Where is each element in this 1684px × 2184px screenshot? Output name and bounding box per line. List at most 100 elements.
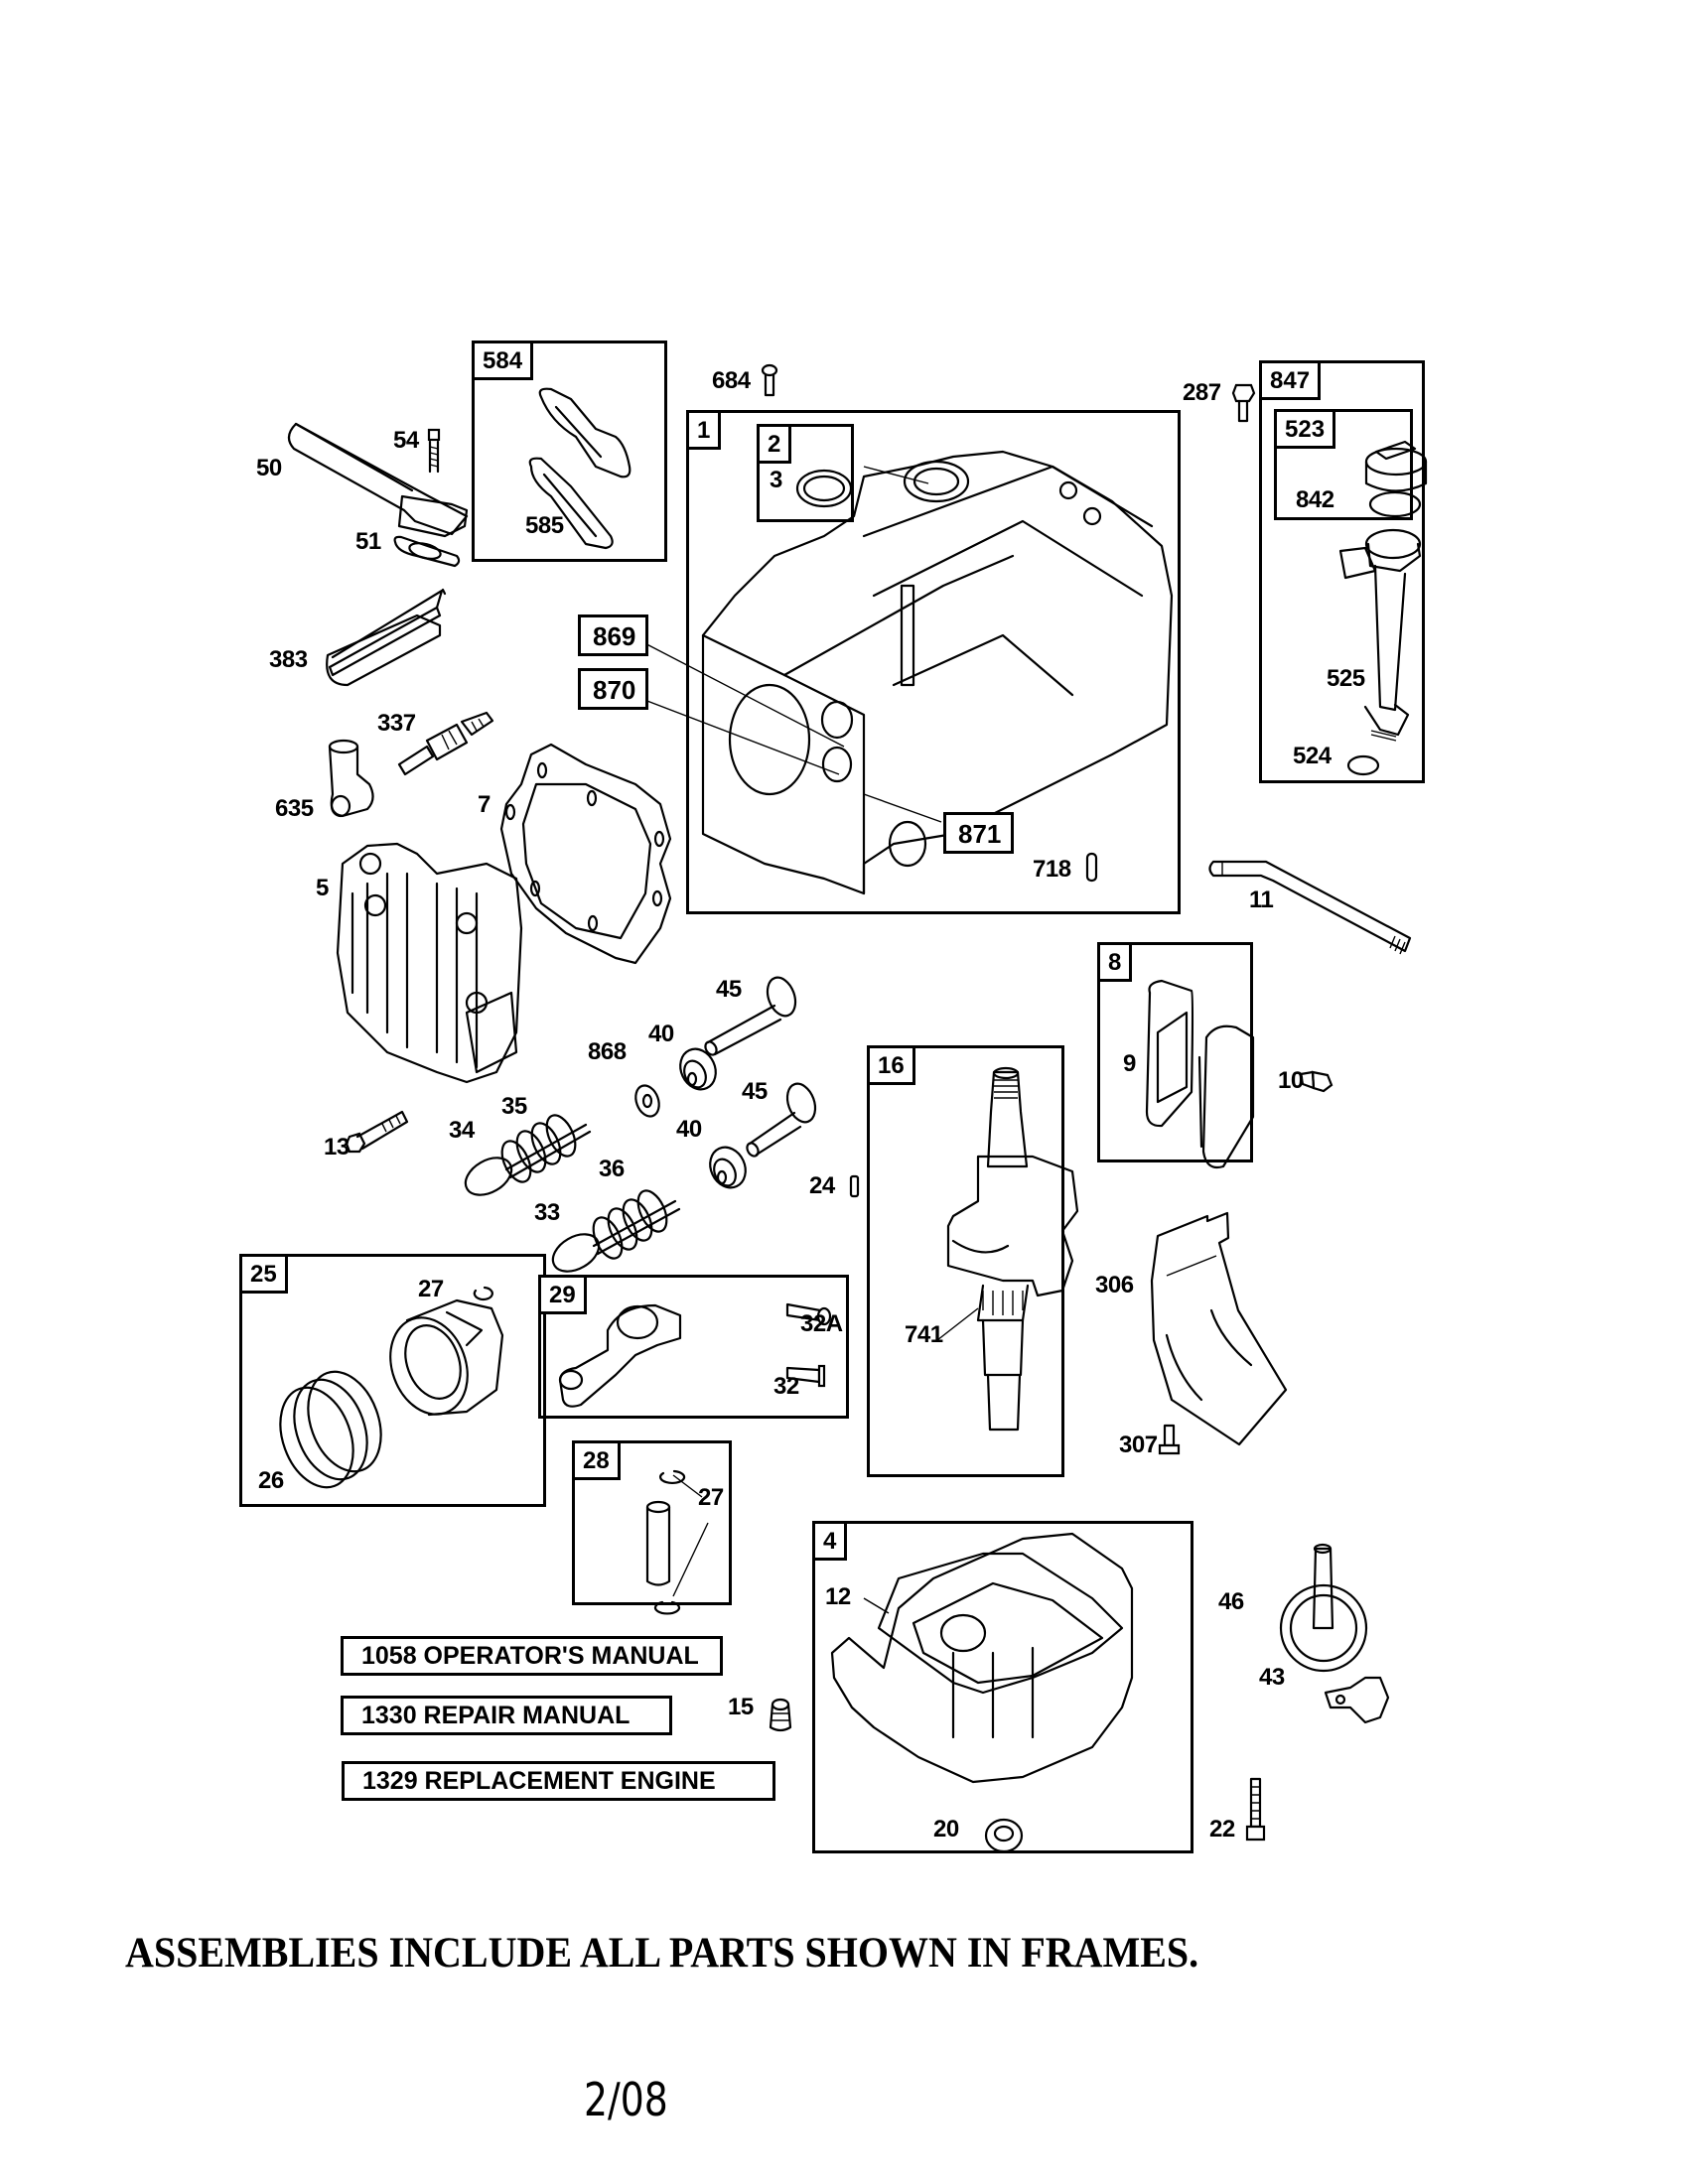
screw-part-307	[1158, 1424, 1181, 1455]
head-gasket-part-7	[499, 743, 672, 965]
retainer-clips-part-27-pin	[653, 1469, 709, 1615]
part-label-842[interactable]: 842	[1296, 486, 1334, 513]
operators-manual-ref[interactable]: 1058 OPERATOR'S MANUAL	[341, 1636, 723, 1676]
governor-crank-part-43	[1324, 1676, 1390, 1724]
dowel-pin-part-24	[849, 1174, 860, 1198]
part-label-11[interactable]: 11	[1249, 887, 1274, 913]
valve-cap-part-40-upper	[679, 1047, 717, 1091]
frame-tag-2: 2	[757, 424, 792, 464]
part-label-585[interactable]: 585	[525, 512, 564, 539]
part-label-43[interactable]: 43	[1259, 1664, 1285, 1691]
frame-tag-28: 28	[572, 1440, 621, 1480]
piston-rings-part-26	[279, 1370, 382, 1489]
part-label-40-lower[interactable]: 40	[676, 1116, 702, 1143]
part-label-10[interactable]: 10	[1278, 1067, 1304, 1094]
part-label-307[interactable]: 307	[1119, 1432, 1158, 1458]
dipstick-tube-part-11	[1208, 860, 1412, 955]
part-label-34[interactable]: 34	[449, 1117, 475, 1144]
part-label-718[interactable]: 718	[1033, 856, 1071, 883]
oil-fill-tube-part-525	[1338, 528, 1422, 742]
boxed-ref-870[interactable]: 870	[578, 668, 649, 710]
part-label-868[interactable]: 868	[588, 1038, 627, 1065]
part-label-684[interactable]: 684	[712, 367, 751, 394]
part-label-7[interactable]: 7	[478, 791, 491, 818]
part-label-26[interactable]: 26	[258, 1467, 284, 1494]
assembly-frame-29[interactable]: 29	[538, 1275, 849, 1419]
assembly-frame-25[interactable]: 25	[239, 1254, 546, 1507]
assembly-frame-28[interactable]: 28	[572, 1440, 732, 1605]
part-label-54[interactable]: 54	[393, 427, 419, 454]
part-label-13[interactable]: 13	[324, 1134, 350, 1160]
dowel-pin-part-718	[1085, 852, 1098, 883]
part-label-15[interactable]: 15	[728, 1694, 754, 1720]
part-label-287[interactable]: 287	[1183, 379, 1221, 406]
part-label-5[interactable]: 5	[316, 875, 329, 901]
boxed-ref-871[interactable]: 871	[943, 812, 1015, 854]
assembly-frame-4[interactable]: 4	[812, 1521, 1193, 1853]
boxed-ref-869[interactable]: 869	[578, 614, 649, 656]
screw-part-54	[427, 428, 441, 474]
repair-manual-ref[interactable]: 1330 REPAIR MANUAL	[341, 1696, 672, 1735]
assembly-frame-847[interactable]: 847	[1259, 360, 1425, 783]
part-label-525[interactable]: 525	[1327, 665, 1365, 692]
bolt-part-287	[1231, 383, 1256, 423]
wrench-part-383	[326, 588, 447, 687]
bolt-part-32	[785, 1364, 826, 1388]
push-rod-part-45-upper	[704, 976, 797, 1056]
valve-cap-part-40-lower	[709, 1146, 747, 1189]
part-label-27-pin[interactable]: 27	[698, 1484, 724, 1511]
part-label-383[interactable]: 383	[269, 646, 308, 673]
frame-tag-25: 25	[239, 1254, 288, 1294]
part-label-35[interactable]: 35	[501, 1093, 527, 1120]
bolt-part-22	[1245, 1777, 1266, 1842]
cylinder-block-part	[701, 450, 1174, 895]
assembly-frame-2[interactable]: 2	[757, 424, 854, 522]
valve-part-33	[551, 1199, 681, 1273]
part-label-24[interactable]: 24	[809, 1172, 835, 1199]
part-label-9[interactable]: 9	[1123, 1050, 1136, 1077]
part-label-306[interactable]: 306	[1095, 1272, 1134, 1298]
part-label-51[interactable]: 51	[355, 528, 381, 555]
assembly-frame-8[interactable]: 8	[1097, 942, 1253, 1162]
part-label-40-upper[interactable]: 40	[648, 1021, 674, 1047]
assembly-frame-1[interactable]: 1	[686, 410, 1181, 914]
part-label-36[interactable]: 36	[599, 1156, 625, 1182]
part-label-27-piston[interactable]: 27	[418, 1276, 444, 1302]
part-label-45-upper[interactable]: 45	[716, 976, 742, 1003]
part-label-337[interactable]: 337	[377, 710, 416, 737]
frame-tag-523: 523	[1274, 409, 1336, 449]
part-label-32A[interactable]: 32A	[800, 1310, 843, 1337]
assembly-frame-523[interactable]: 523	[1274, 409, 1413, 520]
valve-spring-part-36	[592, 1189, 668, 1260]
retainer-clip-part-27-piston	[473, 1286, 493, 1301]
part-label-741[interactable]: 741	[905, 1321, 943, 1348]
gasket-part-51	[393, 535, 461, 568]
part-label-33[interactable]: 33	[534, 1199, 560, 1226]
part-label-3[interactable]: 3	[770, 467, 782, 493]
gasket-part-9	[1145, 979, 1194, 1128]
breather-tube-part	[287, 422, 469, 538]
air-guide-part-306	[1150, 1211, 1288, 1446]
assembly-frame-584[interactable]: 584	[472, 341, 667, 562]
valve-part-34	[464, 1123, 592, 1196]
replacement-engine-ref[interactable]: 1329 REPLACEMENT ENGINE	[342, 1761, 775, 1801]
part-label-32[interactable]: 32	[773, 1373, 799, 1400]
assembly-frame-16[interactable]: 16	[867, 1045, 1064, 1477]
part-label-635[interactable]: 635	[275, 795, 314, 822]
screw-part-684	[761, 363, 778, 397]
part-label-50[interactable]: 50	[256, 455, 282, 481]
wrist-pin-part-28	[645, 1500, 671, 1586]
part-label-22[interactable]: 22	[1209, 1816, 1235, 1843]
part-label-12[interactable]: 12	[825, 1583, 851, 1610]
spark-plug-part-337	[397, 711, 494, 776]
part-label-20[interactable]: 20	[933, 1816, 959, 1843]
frame-tag-847: 847	[1259, 360, 1322, 400]
part-label-45-lower[interactable]: 45	[742, 1078, 768, 1105]
valve-spring-part-35	[500, 1114, 577, 1183]
frame-tag-4: 4	[812, 1521, 848, 1561]
spark-plug-boot-part-635	[328, 739, 374, 818]
part-label-524[interactable]: 524	[1293, 743, 1332, 769]
part-label-46[interactable]: 46	[1218, 1588, 1244, 1615]
o-ring-part-524	[1346, 754, 1380, 776]
